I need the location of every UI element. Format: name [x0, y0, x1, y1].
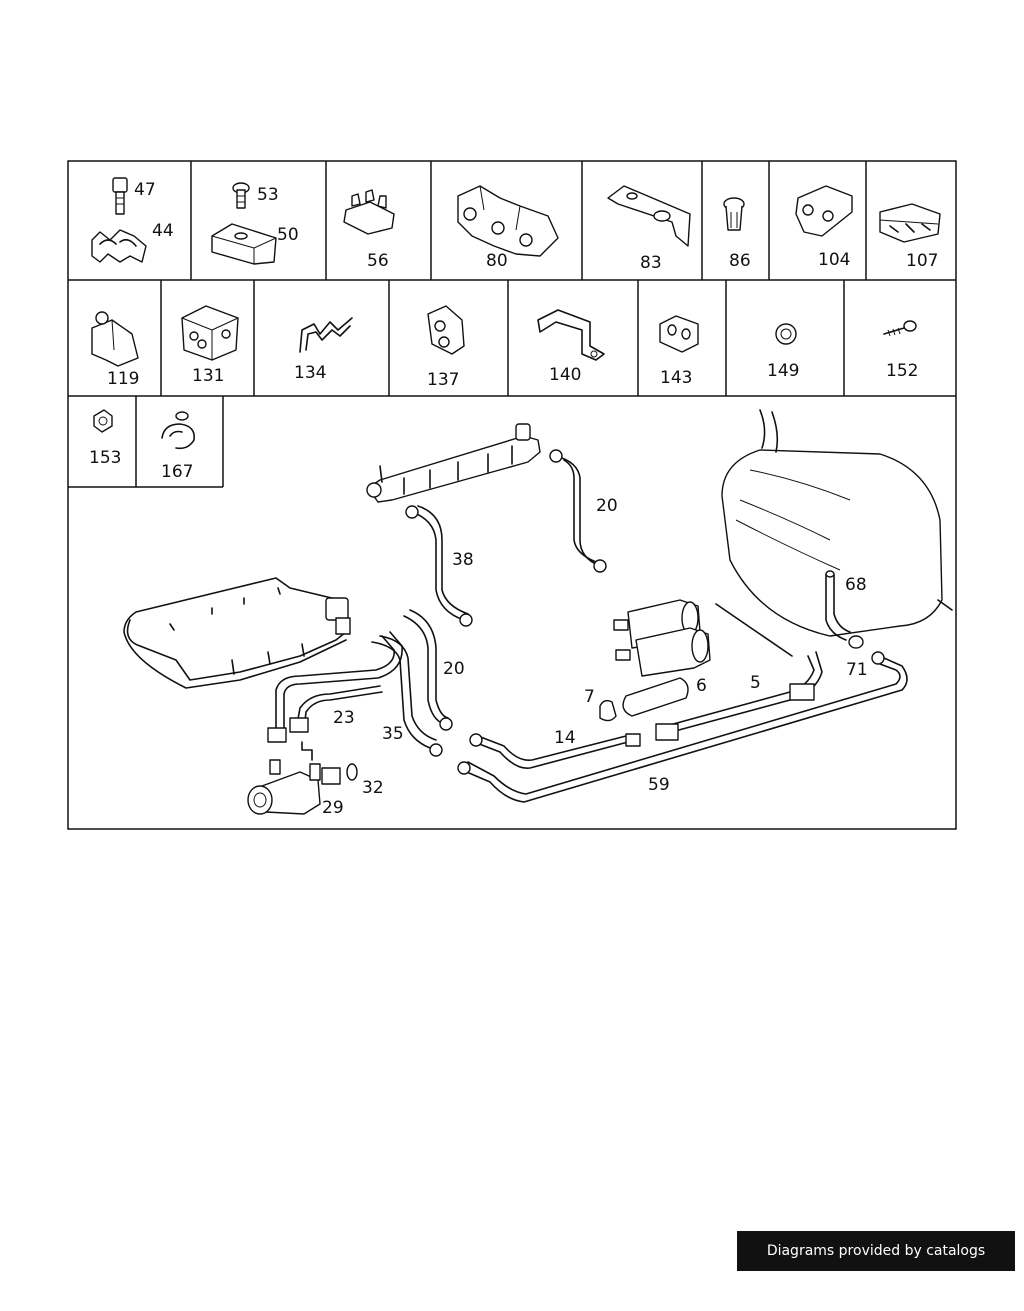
callout-29: 29 [322, 798, 344, 818]
label-137: 137 [427, 370, 459, 390]
fuel-line-20-upper [555, 455, 601, 567]
label-119: 119 [107, 369, 139, 389]
label-104: 104 [818, 250, 850, 270]
fuel-line-parts-diagram: 47 44 53 50 56 80 83 86 104 107 119 131 … [67, 160, 957, 830]
bracket-50-icon [211, 223, 277, 265]
clamp-44-icon [91, 229, 147, 263]
clip-56-icon [343, 189, 395, 235]
hose-clamp-7 [599, 699, 617, 722]
label-56: 56 [367, 251, 389, 271]
screw-53-icon [232, 182, 250, 209]
fuel-line-20-lower [403, 615, 445, 725]
fuel-rail [366, 423, 541, 503]
washer-32 [346, 763, 358, 781]
callout-71: 71 [846, 660, 868, 680]
screw-152-icon [883, 320, 917, 337]
fuel-line-35 [371, 635, 437, 749]
nut-153-icon [93, 409, 113, 433]
clip-107-icon [879, 203, 941, 243]
callout-35: 35 [382, 724, 404, 744]
clamp-167-icon [161, 411, 196, 450]
pressure-damper-29 [247, 741, 341, 815]
holder-80-icon [457, 185, 559, 257]
assembly-callouts: 20 38 68 20 71 7 6 5 23 35 14 32 29 59 [322, 496, 868, 818]
callout-14: 14 [554, 728, 576, 748]
clamp-137-icon [427, 305, 465, 355]
label-153: 153 [89, 448, 121, 468]
tank-hose-68 [825, 573, 851, 641]
attribution-footer: Diagrams provided by catalogs parts [737, 1231, 1015, 1299]
return-pipe-loop [123, 577, 347, 689]
bolt-47-icon [112, 177, 128, 215]
fuel-line-38 [411, 511, 465, 621]
label-80: 80 [486, 251, 508, 271]
label-47: 47 [134, 180, 156, 200]
label-107: 107 [906, 251, 938, 271]
label-134: 134 [294, 363, 326, 383]
label-44: 44 [152, 221, 174, 241]
label-167: 167 [161, 462, 193, 482]
callout-6: 6 [696, 676, 707, 696]
nut-149-icon [775, 323, 797, 345]
label-50: 50 [277, 225, 299, 245]
callout-5: 5 [750, 673, 761, 693]
hose-sleeve-6 [622, 677, 689, 717]
fuel-line-14 [473, 735, 629, 769]
label-131: 131 [192, 366, 224, 386]
fuel-pump-assembly [613, 599, 711, 677]
fuel-tank [721, 409, 953, 637]
grid-labels: 47 44 53 50 56 80 83 86 104 107 119 131 … [89, 180, 938, 482]
bracket-83-icon [607, 185, 691, 247]
clip-134-icon [299, 317, 353, 353]
pressure-regulator [325, 597, 351, 635]
callout-7: 7 [584, 687, 595, 707]
parts-grid-frame [67, 160, 957, 830]
label-152: 152 [886, 361, 918, 381]
fuel-line-59 [461, 657, 908, 803]
callout-20-lower: 20 [443, 659, 465, 679]
callout-68: 68 [845, 575, 867, 595]
grommet-86-icon [723, 197, 745, 231]
label-149: 149 [767, 361, 799, 381]
callout-32: 32 [362, 778, 384, 798]
callout-38: 38 [452, 550, 474, 570]
block-131-icon [181, 305, 239, 361]
holder-104-icon [795, 185, 853, 237]
label-53: 53 [257, 185, 279, 205]
label-86: 86 [729, 251, 751, 271]
bracket-140-icon [537, 309, 605, 361]
callout-59: 59 [648, 775, 670, 795]
holder-119-icon [91, 311, 139, 367]
fuel-line-23 [275, 635, 395, 731]
grommet-143-icon [659, 315, 699, 353]
label-140: 140 [549, 365, 581, 385]
callout-20-upper: 20 [596, 496, 618, 516]
label-83: 83 [640, 253, 662, 273]
label-143: 143 [660, 368, 692, 388]
callout-23: 23 [333, 708, 355, 728]
